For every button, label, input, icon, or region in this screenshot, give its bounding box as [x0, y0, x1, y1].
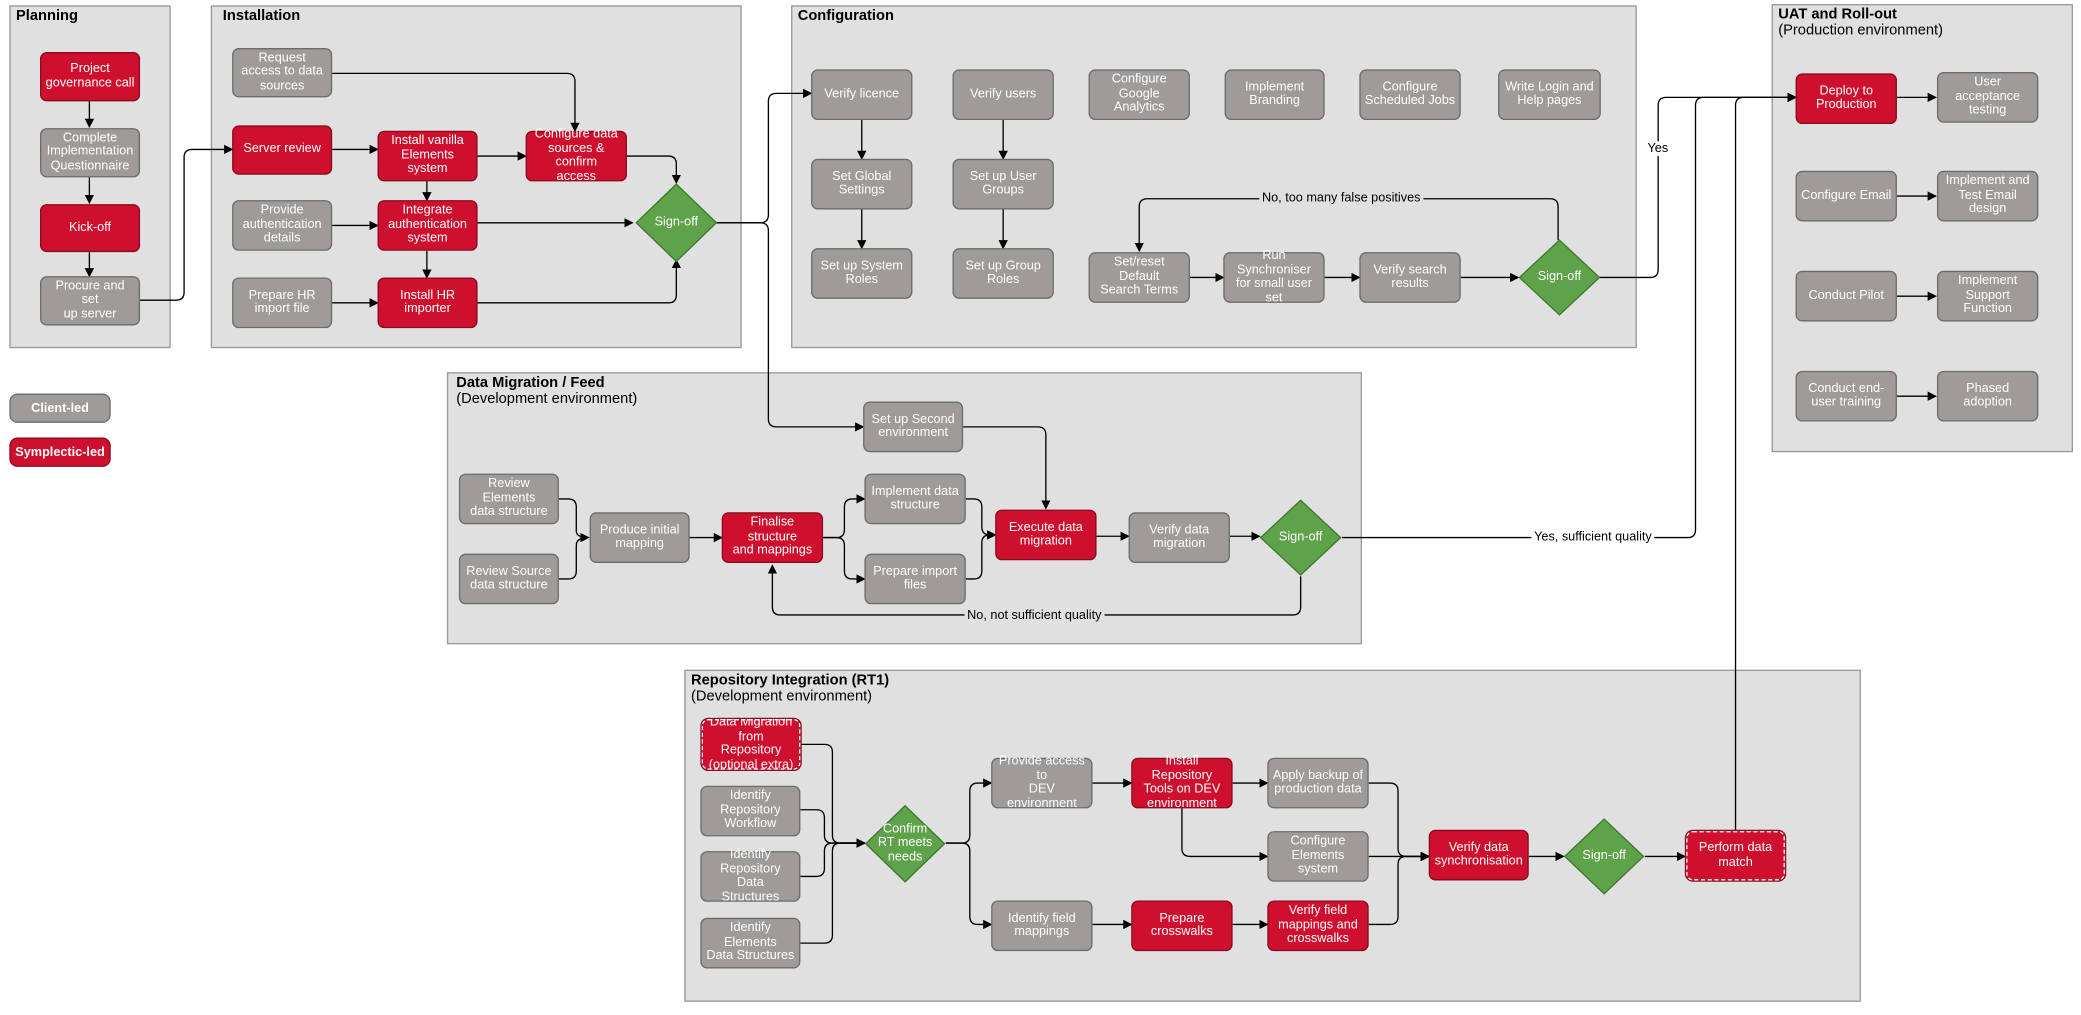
node-execute-migration[interactable]: Execute data migration: [995, 509, 1097, 561]
node-identify-repository-structures[interactable]: Identify Repository Data Structures: [700, 847, 801, 903]
group-subtitle: (Development environment): [456, 390, 638, 407]
node-kick-off[interactable]: Kick-off: [40, 204, 141, 253]
group-title: Planning: [16, 8, 78, 25]
edge-label-no-quality: No, not sufficient quality: [964, 608, 1105, 623]
signoff-repository[interactable]: Sign-off: [1563, 818, 1645, 895]
node-identify-repository-workflow[interactable]: Identify Repository Workflow: [700, 785, 801, 837]
node-implement-data-structure[interactable]: Implement data structure: [864, 473, 966, 525]
group-subtitle: (Development environment): [691, 688, 873, 705]
node-configure-data-sources[interactable]: Configure data sources & confirm access: [525, 127, 627, 183]
node-google-analytics[interactable]: Configure Google Analytics: [1088, 69, 1190, 121]
node-finalise-structure[interactable]: Finalise structure and mappings: [721, 512, 824, 563]
group-title: Configuration: [797, 8, 894, 25]
decision-confirm-rt[interactable]: Confirm RT meets needs: [864, 804, 946, 883]
node-second-environment[interactable]: Set up Second environment: [863, 401, 964, 453]
node-support-function[interactable]: Implement Support Function: [1936, 270, 2039, 322]
node-verify-licence[interactable]: Verify licence: [811, 69, 913, 121]
node-login-help-pages[interactable]: Write Login and Help pages: [1498, 69, 1601, 121]
edge-label-false-positives: No, too many false positives: [1259, 190, 1424, 206]
group-subtitle: (Production environment): [1778, 22, 1943, 39]
node-phased-adoption[interactable]: Phased adoption: [1936, 370, 2039, 422]
group-title: Data Migration / Feed: [456, 374, 605, 391]
node-system-roles[interactable]: Set up System Roles: [811, 248, 913, 299]
diamond-shape: [1563, 818, 1645, 895]
group-title: UAT and Roll-out: [1778, 6, 1897, 23]
legend-client-led: Client-led: [9, 393, 111, 423]
diamond-shape: [1518, 239, 1601, 316]
node-provide-auth[interactable]: Provide authentication details: [232, 200, 333, 251]
edge-label-yes-quality: Yes, sufficient quality: [1531, 529, 1655, 545]
node-server-review[interactable]: Server review: [232, 125, 333, 175]
node-deploy-production[interactable]: Deploy to Production: [1795, 73, 1897, 125]
node-install-vanilla[interactable]: Install vanilla Elements system: [377, 130, 478, 182]
node-default-search-terms[interactable]: Set/reset Default Search Terms: [1088, 252, 1190, 303]
diamond-shape: [864, 804, 946, 883]
node-data-migration-repository[interactable]: Data Migration from Repository (optional…: [700, 715, 802, 771]
group-title: Repository Integration (RT1): [691, 672, 890, 689]
node-verify-users[interactable]: Verify users: [952, 69, 1054, 121]
node-verify-field-mappings[interactable]: Verify field mappings and crosswalks: [1267, 900, 1369, 952]
node-set-global-settings[interactable]: Set Global Settings: [811, 158, 913, 210]
node-prepare-hr[interactable]: Prepare HR import file: [232, 277, 333, 329]
node-initial-mapping[interactable]: Produce initial mapping: [589, 512, 690, 563]
node-review-source-structure[interactable]: Review Source data structure: [458, 553, 559, 605]
node-verify-synchronisation[interactable]: Verify data synchronisation: [1428, 829, 1529, 881]
node-user-acceptance-testing[interactable]: User acceptance testing: [1936, 72, 2039, 123]
node-verify-migration[interactable]: Verify data migration: [1128, 512, 1230, 563]
node-implement-branding[interactable]: Implement Branding: [1224, 69, 1325, 121]
node-install-repository-tools[interactable]: Install Repository Tools on DEV environm…: [1131, 754, 1233, 810]
node-install-hr[interactable]: Install HR importer: [377, 277, 478, 329]
node-procure-server[interactable]: Procure and set up server: [40, 276, 141, 326]
node-implementation-questionnaire[interactable]: Complete Implementation Questionnaire: [40, 128, 141, 178]
node-run-synchroniser[interactable]: Run Synchroniser for small user set: [1223, 248, 1325, 304]
node-configure-email[interactable]: Configure Email: [1795, 170, 1897, 222]
node-end-user-training[interactable]: Conduct end- user training: [1795, 370, 1897, 422]
signoff-label: Sign-off: [654, 214, 699, 230]
group-title: Installation: [222, 8, 301, 25]
legend-symplectic-led: Symplectic-led: [9, 437, 111, 467]
diamond-shape: [1259, 499, 1342, 576]
node-provide-dev-access[interactable]: Provide access to DEV environment: [991, 754, 1093, 810]
node-review-elements-structure[interactable]: Review Elements data structure: [458, 473, 559, 525]
node-user-groups[interactable]: Set up User Groups: [952, 158, 1054, 210]
node-identify-elements-structures[interactable]: Identify Elements Data Structures: [700, 917, 801, 969]
node-integrate-auth[interactable]: Integrate authentication system: [377, 200, 478, 251]
node-scheduled-jobs[interactable]: Configure Scheduled Jobs: [1359, 69, 1461, 121]
edge-label-yes: Yes: [1644, 141, 1671, 157]
node-request-access[interactable]: Request access to data sources: [232, 48, 333, 98]
node-prepare-import-files[interactable]: Prepare import files: [864, 553, 966, 605]
decision-label: Confirm RT meets needs: [877, 821, 933, 865]
diamond-shape: [635, 183, 718, 263]
node-conduct-pilot[interactable]: Conduct Pilot: [1795, 270, 1897, 322]
signoff-label: Sign-off: [1582, 848, 1626, 863]
signoff-configuration[interactable]: Sign-off: [1518, 239, 1601, 316]
signoff-migration[interactable]: Sign-off: [1259, 499, 1342, 576]
node-perform-data-match[interactable]: Perform data match: [1684, 829, 1787, 882]
node-verify-search-results[interactable]: Verify search results: [1359, 252, 1461, 303]
node-apply-backup[interactable]: Apply backup of production data: [1267, 757, 1369, 809]
signoff-label: Sign-off: [1537, 269, 1582, 284]
signoff-installation[interactable]: Sign-off: [635, 183, 718, 263]
node-prepare-crosswalks[interactable]: Prepare crosswalks: [1131, 900, 1233, 952]
node-email-design[interactable]: Implement and Test Email design: [1936, 170, 2039, 222]
signoff-label: Sign-off: [1278, 529, 1323, 544]
group-configuration: Configuration: [791, 5, 1637, 349]
node-group-roles[interactable]: Set up Group Roles: [952, 248, 1054, 299]
node-project-governance-call[interactable]: Project governance call: [40, 52, 141, 102]
node-identify-field-mappings[interactable]: Identify field mappings: [991, 900, 1093, 952]
node-configure-elements[interactable]: Configure Elements system: [1267, 831, 1369, 882]
